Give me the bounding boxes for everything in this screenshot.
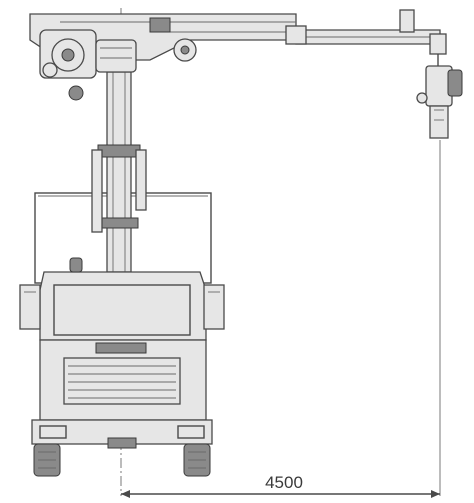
outreach-dimension-label: 4500 [265,473,303,492]
boom-tip-tool [399,9,463,139]
truck-bumper [31,419,213,449]
truck-wheels [33,443,211,477]
truck-cab [19,257,225,341]
crane-head [39,17,171,101]
truck-front [39,339,207,421]
column-cylinder [91,149,147,233]
outreach-dimension: 4500 [121,473,440,498]
crane-column [97,71,141,273]
